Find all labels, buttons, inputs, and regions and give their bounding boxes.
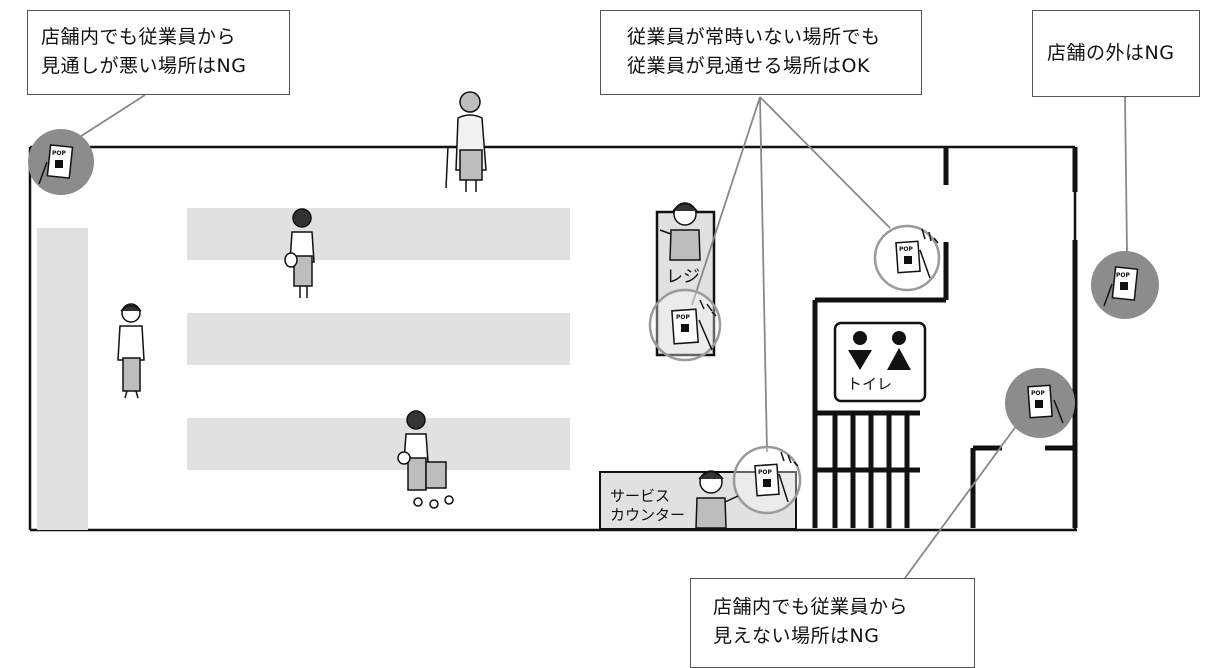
callout-ng-outside: 店舗の外はNG bbox=[1032, 10, 1200, 97]
pop-label: POP bbox=[899, 246, 913, 253]
service-staff-figure bbox=[695, 470, 739, 529]
stairs bbox=[815, 410, 920, 528]
pop-ng-outside bbox=[1091, 251, 1159, 319]
pop-ng-top-left bbox=[28, 129, 94, 195]
leader-lines bbox=[74, 94, 1128, 579]
callout-ng-not-visible: 店舗内でも従業員から 見えない場所はNG bbox=[690, 578, 975, 668]
pop-label: POP bbox=[1116, 272, 1130, 279]
service-counter-label: サービス カウンター bbox=[610, 487, 686, 524]
shelf-3 bbox=[187, 418, 570, 470]
register-label: レジ bbox=[666, 267, 700, 287]
pop-ok-service-counter bbox=[732, 445, 802, 515]
man-figure bbox=[117, 303, 145, 399]
man-icon bbox=[853, 331, 867, 345]
pop-label: POP bbox=[1031, 390, 1045, 397]
wall-shelf bbox=[37, 228, 88, 530]
toilet-sign bbox=[833, 321, 927, 403]
shelf-2 bbox=[187, 313, 570, 365]
pop-ng-behind-wall bbox=[1005, 368, 1075, 438]
pop-label: POP bbox=[758, 469, 772, 476]
woman-with-stroller-figure bbox=[397, 410, 454, 509]
woman-icon bbox=[892, 331, 906, 345]
callout-ok-visible: 従業員が常時いない場所でも 従業員が見通せる場所はOK bbox=[600, 10, 922, 95]
pop-ok-register bbox=[648, 288, 722, 362]
pop-label: POP bbox=[676, 314, 690, 321]
elderly-woman-figure bbox=[445, 91, 487, 192]
toilet-label: トイレ bbox=[847, 375, 893, 393]
callout-ng-poor-visibility: 店舗内でも従業員から 見通しが悪い場所はNG bbox=[27, 10, 290, 95]
pop-ok-corner bbox=[873, 224, 941, 292]
shelf-1 bbox=[187, 208, 570, 260]
woman-with-bag-figure bbox=[284, 208, 315, 298]
interior-walls bbox=[812, 147, 1078, 528]
cashier-figure bbox=[659, 202, 701, 261]
pop-label: POP bbox=[52, 150, 66, 157]
